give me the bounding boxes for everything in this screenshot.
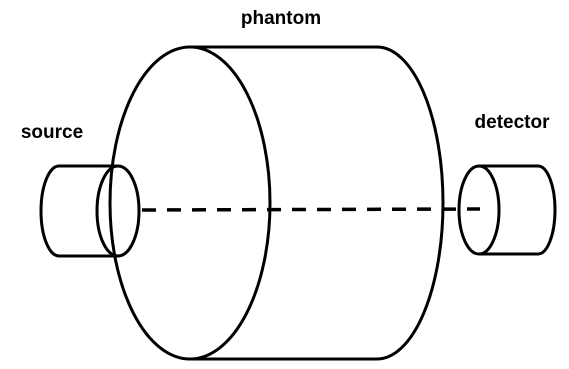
detector-cylinder bbox=[457, 164, 557, 256]
phantom-label: phantom bbox=[241, 8, 321, 29]
source-cylinder bbox=[39, 164, 141, 258]
source-front-face bbox=[95, 164, 141, 258]
detector-label: detector bbox=[475, 112, 551, 133]
phantom-back-face bbox=[375, 45, 445, 361]
phantom-cylinder bbox=[108, 45, 445, 361]
beam-axis bbox=[141, 207, 481, 212]
source-left-outline bbox=[39, 164, 61, 258]
detector-back-face bbox=[536, 164, 557, 256]
phantom-front-face bbox=[108, 45, 272, 361]
source-label: source bbox=[21, 122, 83, 143]
